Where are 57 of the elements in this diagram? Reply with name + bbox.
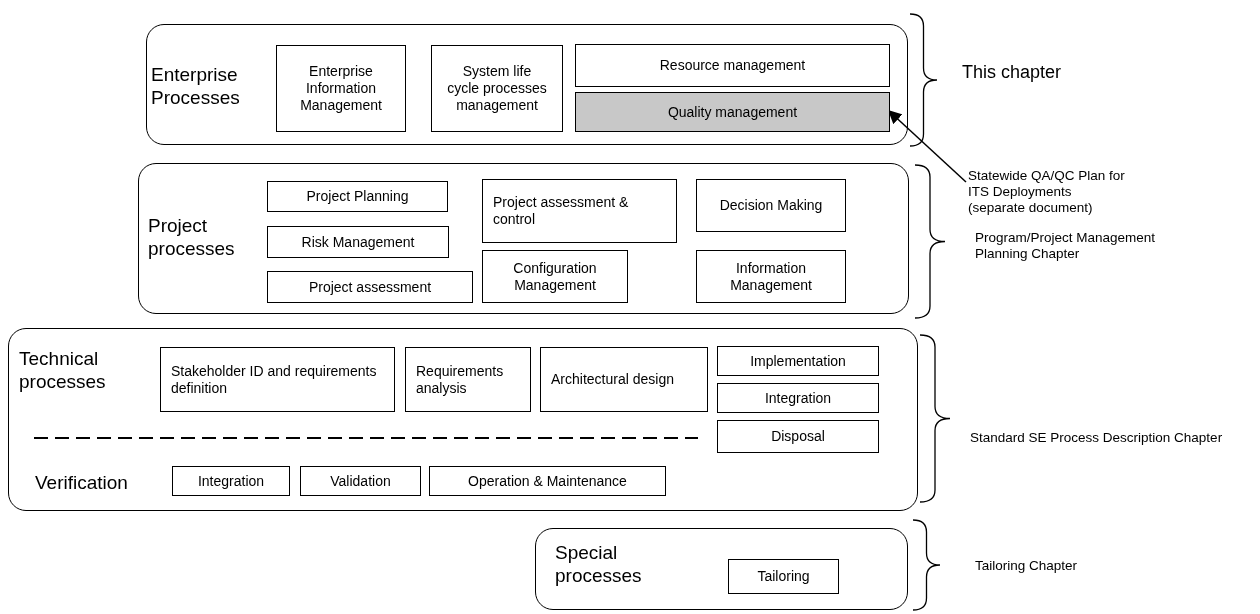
process-box [575, 44, 890, 87]
box-label: Tailoring [757, 568, 810, 585]
box-label: Risk Management [301, 233, 415, 251]
box-label: System life cycle processes management [446, 63, 548, 114]
box-label: Decision Making [719, 197, 823, 214]
process-box [482, 179, 677, 243]
box-label: Information Management [729, 259, 813, 294]
chapter-label: Standard SE Process Description Chapter [970, 430, 1224, 446]
box-label: Requirements analysis [416, 362, 505, 397]
box-label: Project assessment & control [493, 194, 630, 228]
process-box [276, 45, 406, 132]
process-group-panel [138, 163, 909, 314]
box-label: Validation [330, 472, 391, 490]
process-box [267, 181, 448, 212]
note-text: Statewide QA/QC Plan for ITS Deployments (separate document) [968, 168, 1126, 216]
process-box [696, 250, 846, 303]
process-box [160, 347, 395, 412]
process-box [267, 226, 449, 258]
group-heading: Project processes [148, 214, 236, 260]
process-box [405, 347, 531, 412]
box-label: Project Planning [306, 188, 409, 205]
group-heading: Technical processes [19, 347, 107, 393]
process-box [429, 466, 666, 496]
process-box [267, 271, 473, 303]
group-heading: Enterprise Processes [151, 63, 241, 109]
box-label: Disposal [771, 428, 825, 445]
process-box [717, 383, 879, 413]
chapter-label: Tailoring Chapter [975, 558, 1079, 574]
box-label: Project assessment [308, 278, 432, 296]
process-box [575, 92, 890, 132]
chapter-label: Program/Project Management Planning Chapter [975, 230, 1157, 262]
box-label: Architectural design [551, 371, 674, 388]
box-label: Integration [764, 389, 832, 407]
process-box [728, 559, 839, 594]
box-label: Configuration Management [512, 259, 598, 294]
process-box [696, 179, 846, 232]
group-heading: Verification [35, 471, 129, 494]
process-group-panel [8, 328, 918, 511]
process-box [717, 346, 879, 376]
box-label: Enterprise Information Management [299, 63, 383, 114]
chapter-label: This chapter [962, 64, 1063, 80]
group-heading: Special processes [555, 541, 643, 587]
box-label: Integration [197, 472, 265, 490]
process-group-panel [146, 24, 908, 145]
process-box [300, 466, 421, 496]
process-box [431, 45, 563, 132]
box-label: Resource management [659, 57, 806, 74]
process-box [172, 466, 290, 496]
arrow [888, 110, 967, 183]
process-box [540, 347, 708, 412]
process-box [482, 250, 628, 303]
box-label: Operation & Maintenance [468, 472, 627, 490]
box-label: Quality management [667, 103, 798, 121]
process-box [717, 420, 879, 453]
box-label: Stakeholder ID and requirements definition [171, 362, 378, 397]
box-label: Implementation [750, 352, 846, 370]
process-group-panel [535, 528, 908, 610]
